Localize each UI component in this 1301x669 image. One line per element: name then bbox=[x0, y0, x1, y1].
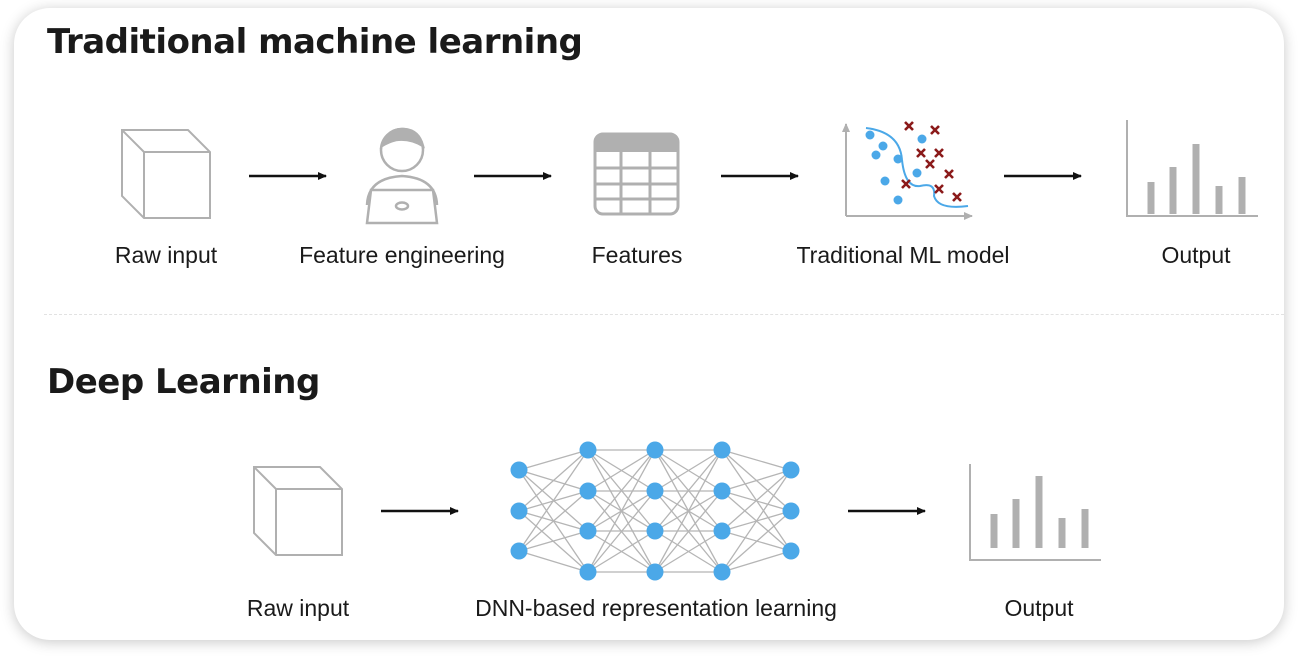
network-node bbox=[579, 563, 597, 581]
step-label-features: Features bbox=[591, 242, 683, 268]
cross-marker bbox=[916, 148, 926, 158]
network-edge bbox=[587, 490, 656, 573]
network-edge bbox=[654, 449, 723, 492]
network-node bbox=[713, 441, 731, 459]
network-node bbox=[646, 563, 664, 581]
cross-marker bbox=[904, 121, 914, 131]
network-edge bbox=[518, 490, 589, 552]
step-label-traditional-ml-model: Traditional ML model bbox=[796, 242, 1010, 268]
cross-marker bbox=[944, 169, 954, 179]
network-edge bbox=[721, 449, 792, 471]
network-edge bbox=[721, 469, 792, 573]
deep-learning-title: Deep Learning bbox=[47, 362, 320, 402]
network-edge bbox=[587, 449, 656, 573]
network-node bbox=[782, 542, 800, 560]
network-node bbox=[579, 522, 597, 540]
network-node bbox=[646, 522, 664, 540]
cross-marker bbox=[901, 179, 911, 189]
table-icon bbox=[593, 132, 680, 216]
cross-marker bbox=[934, 184, 944, 194]
network-edge bbox=[518, 449, 589, 512]
network-node bbox=[646, 482, 664, 500]
network-node bbox=[782, 502, 800, 520]
cross-marker bbox=[934, 148, 944, 158]
network-edge bbox=[587, 449, 656, 492]
network-node bbox=[579, 441, 597, 459]
scatter-plot-icon bbox=[842, 121, 973, 220]
network-node bbox=[713, 563, 731, 581]
cross-marker bbox=[925, 159, 935, 169]
cross-marker bbox=[930, 125, 940, 135]
network-edge bbox=[518, 449, 589, 552]
network-edge bbox=[518, 449, 589, 471]
bar-chart-icon bbox=[969, 464, 1101, 561]
dl-step-label-raw-input: Raw input bbox=[246, 595, 350, 621]
network-node bbox=[510, 461, 528, 479]
step-label-raw-input: Raw input bbox=[114, 242, 218, 268]
network-node bbox=[579, 482, 597, 500]
network-edge bbox=[721, 510, 792, 573]
network-node bbox=[713, 482, 731, 500]
network-edge bbox=[518, 550, 589, 573]
network-node bbox=[782, 461, 800, 479]
person-laptop-icon bbox=[365, 127, 439, 225]
cross-marker bbox=[952, 192, 962, 202]
step-label-output: Output bbox=[1161, 242, 1231, 268]
dl-step-label-output: Output bbox=[1004, 595, 1074, 621]
network-edge bbox=[654, 530, 723, 573]
network-node bbox=[646, 441, 664, 459]
network-edge bbox=[721, 469, 792, 492]
network-edge bbox=[654, 490, 723, 573]
network-edge bbox=[721, 469, 792, 532]
network-edge bbox=[518, 530, 589, 552]
cube-icon bbox=[121, 129, 211, 219]
bar-chart-icon bbox=[1126, 120, 1258, 217]
network-node bbox=[713, 522, 731, 540]
network-edge bbox=[587, 530, 656, 573]
traditional-ml-title: Traditional machine learning bbox=[47, 22, 583, 62]
cube-icon bbox=[253, 466, 343, 556]
step-label-feature-engineering: Feature engineering bbox=[299, 242, 505, 268]
dl-step-label-dnn: DNN-based representation learning bbox=[475, 595, 837, 621]
network-edge bbox=[587, 449, 656, 532]
network-node bbox=[510, 542, 528, 560]
section-divider bbox=[44, 314, 1284, 315]
neural-network-icon bbox=[510, 441, 800, 581]
network-edge bbox=[654, 449, 723, 532]
network-node bbox=[510, 502, 528, 520]
network-edge bbox=[721, 550, 792, 573]
network-edge bbox=[654, 449, 723, 573]
